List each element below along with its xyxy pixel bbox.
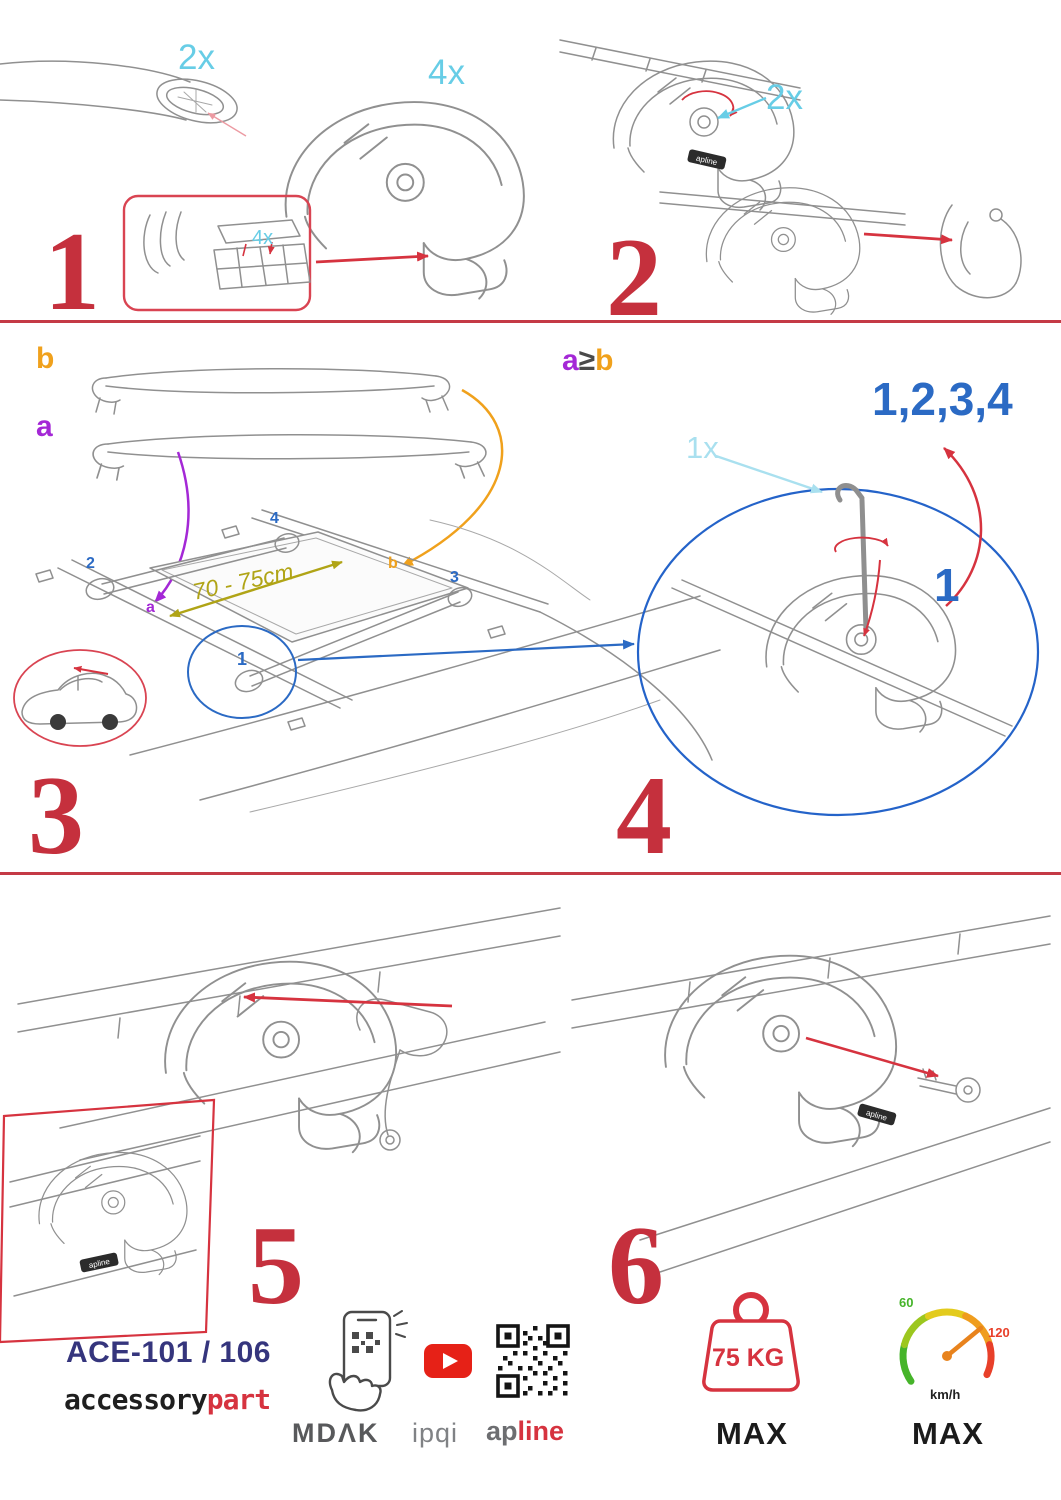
lock-rotation-arrow xyxy=(681,90,738,117)
bar-a-label: a xyxy=(36,410,53,443)
condition-op: ≥ xyxy=(578,344,596,377)
step4-number: 4 xyxy=(616,754,672,878)
step5-number: 5 xyxy=(248,1204,304,1328)
endcap-qty-label: 2x xyxy=(178,38,215,77)
apline-ap: ap xyxy=(486,1416,518,1446)
rubber-pads-box xyxy=(122,194,312,312)
jaw-piece-drawing xyxy=(939,204,1022,299)
apline-logo: apline xyxy=(486,1418,564,1445)
foot-qty-label: 4x xyxy=(428,53,465,92)
allen-key-icon xyxy=(835,483,869,633)
rail-detail xyxy=(671,579,1013,737)
first-foot-label: 1 xyxy=(934,559,960,611)
crossbar-b-drawing xyxy=(91,367,451,415)
tighten-sequence-label: 1,2,3,4 xyxy=(872,373,1013,425)
lock-qty-label: 2x xyxy=(766,78,803,117)
youtube-icon xyxy=(424,1344,472,1378)
insert-tool-arrow xyxy=(243,992,453,1008)
speed-unit-label: km/h xyxy=(930,1387,961,1402)
step1-number: 1 xyxy=(44,210,100,334)
bar-b-label: b xyxy=(36,342,55,375)
tool-qty-arrow xyxy=(715,454,823,494)
lock-key-arrow xyxy=(805,1036,939,1078)
clamp-foot-step6 xyxy=(664,954,898,1148)
hand-scan-icon xyxy=(328,1310,408,1412)
tool-handle-drawing xyxy=(356,998,448,1151)
clamp-foot-detail xyxy=(765,574,957,733)
foot-marker-4: 4 xyxy=(270,510,279,527)
max-speed-label: MAX xyxy=(912,1416,984,1451)
key-icon xyxy=(917,1068,981,1103)
zoom-circle xyxy=(187,625,297,719)
condition-b: b xyxy=(595,344,614,377)
car-direction-inset xyxy=(13,649,147,747)
bar-b-position-arrow xyxy=(401,388,504,568)
key-rotation-arrow xyxy=(834,536,889,553)
step3-illustration xyxy=(13,367,721,813)
apline-line: line xyxy=(517,1416,565,1446)
condition-label: a≥b xyxy=(562,346,613,376)
step5-illustration: apline xyxy=(0,907,561,1344)
zoom-arrow xyxy=(297,639,635,662)
foot-marker-3: 3 xyxy=(450,569,459,586)
endcap-pointer-arrow xyxy=(207,112,247,137)
aero-bar-endcap-drawing xyxy=(0,60,238,124)
step6-illustration: apline xyxy=(571,915,1051,1273)
step2-number: 2 xyxy=(606,216,662,340)
foot-marker-a: a xyxy=(146,599,155,616)
lock-qty-arrow xyxy=(717,96,767,120)
condition-a: a xyxy=(562,344,579,377)
detail-circle xyxy=(636,487,1040,817)
step1-illustration xyxy=(0,60,525,312)
brand-plate-step2: apline xyxy=(687,149,727,170)
sequence-arrow xyxy=(943,447,983,607)
clamp-foot-step5 xyxy=(164,960,398,1154)
svg-text:apline: apline xyxy=(88,1257,111,1270)
speedometer-icon xyxy=(899,1308,995,1385)
divider-top xyxy=(0,320,1061,323)
weight-icon xyxy=(702,1292,800,1392)
step2-illustration: apline xyxy=(559,39,1022,315)
step3-number: 3 xyxy=(28,754,84,878)
pad-insert-arrow xyxy=(242,241,272,256)
needle xyxy=(944,1325,984,1359)
step6-number: 6 xyxy=(608,1204,664,1328)
brand-wordmark: accessorypart xyxy=(64,1383,271,1416)
foot-marker-b: b xyxy=(388,555,398,572)
brand-plate-step5: apline xyxy=(79,1252,119,1273)
ipqi-logo: ipqi xyxy=(412,1418,459,1448)
speed-high-label: 120 xyxy=(988,1325,1010,1340)
measure-arrow xyxy=(169,560,343,618)
tighten-arrow xyxy=(863,559,881,637)
clamp-foot-right xyxy=(705,187,861,315)
jaw-attach-arrow xyxy=(863,232,953,245)
roof-rail-left xyxy=(17,907,561,1161)
roof-rail-right xyxy=(571,915,1051,1273)
tool-qty-label: 1x xyxy=(686,430,719,465)
rail-segment-right xyxy=(659,191,906,226)
step4-illustration xyxy=(636,447,1040,817)
brand-part: part xyxy=(206,1383,271,1416)
model-number: ACE-101 / 106 xyxy=(66,1336,271,1369)
max-load-label: MAX xyxy=(716,1416,788,1451)
max-load-value: 75 KG xyxy=(712,1344,785,1372)
mdak-logo: MDΛK xyxy=(292,1418,380,1448)
foot-marker-1: 1 xyxy=(237,649,248,669)
speed-low-label: 60 xyxy=(899,1295,914,1310)
detail-box: apline xyxy=(0,1098,216,1344)
foot-marker-2: 2 xyxy=(86,555,95,572)
qr-code xyxy=(496,1324,570,1398)
bar-a-position-arrow xyxy=(154,451,190,603)
brand-plate-step6: apline xyxy=(857,1103,897,1126)
brand-accessory: accessory xyxy=(64,1383,208,1416)
crossbar-a-drawing xyxy=(92,433,487,481)
pad-to-foot-arrow xyxy=(315,251,429,264)
pad-qty-label: 4x xyxy=(252,227,274,249)
divider-bottom xyxy=(0,872,1061,875)
clamp-foot-drawing xyxy=(284,101,525,300)
rail-segment-top xyxy=(559,39,801,101)
